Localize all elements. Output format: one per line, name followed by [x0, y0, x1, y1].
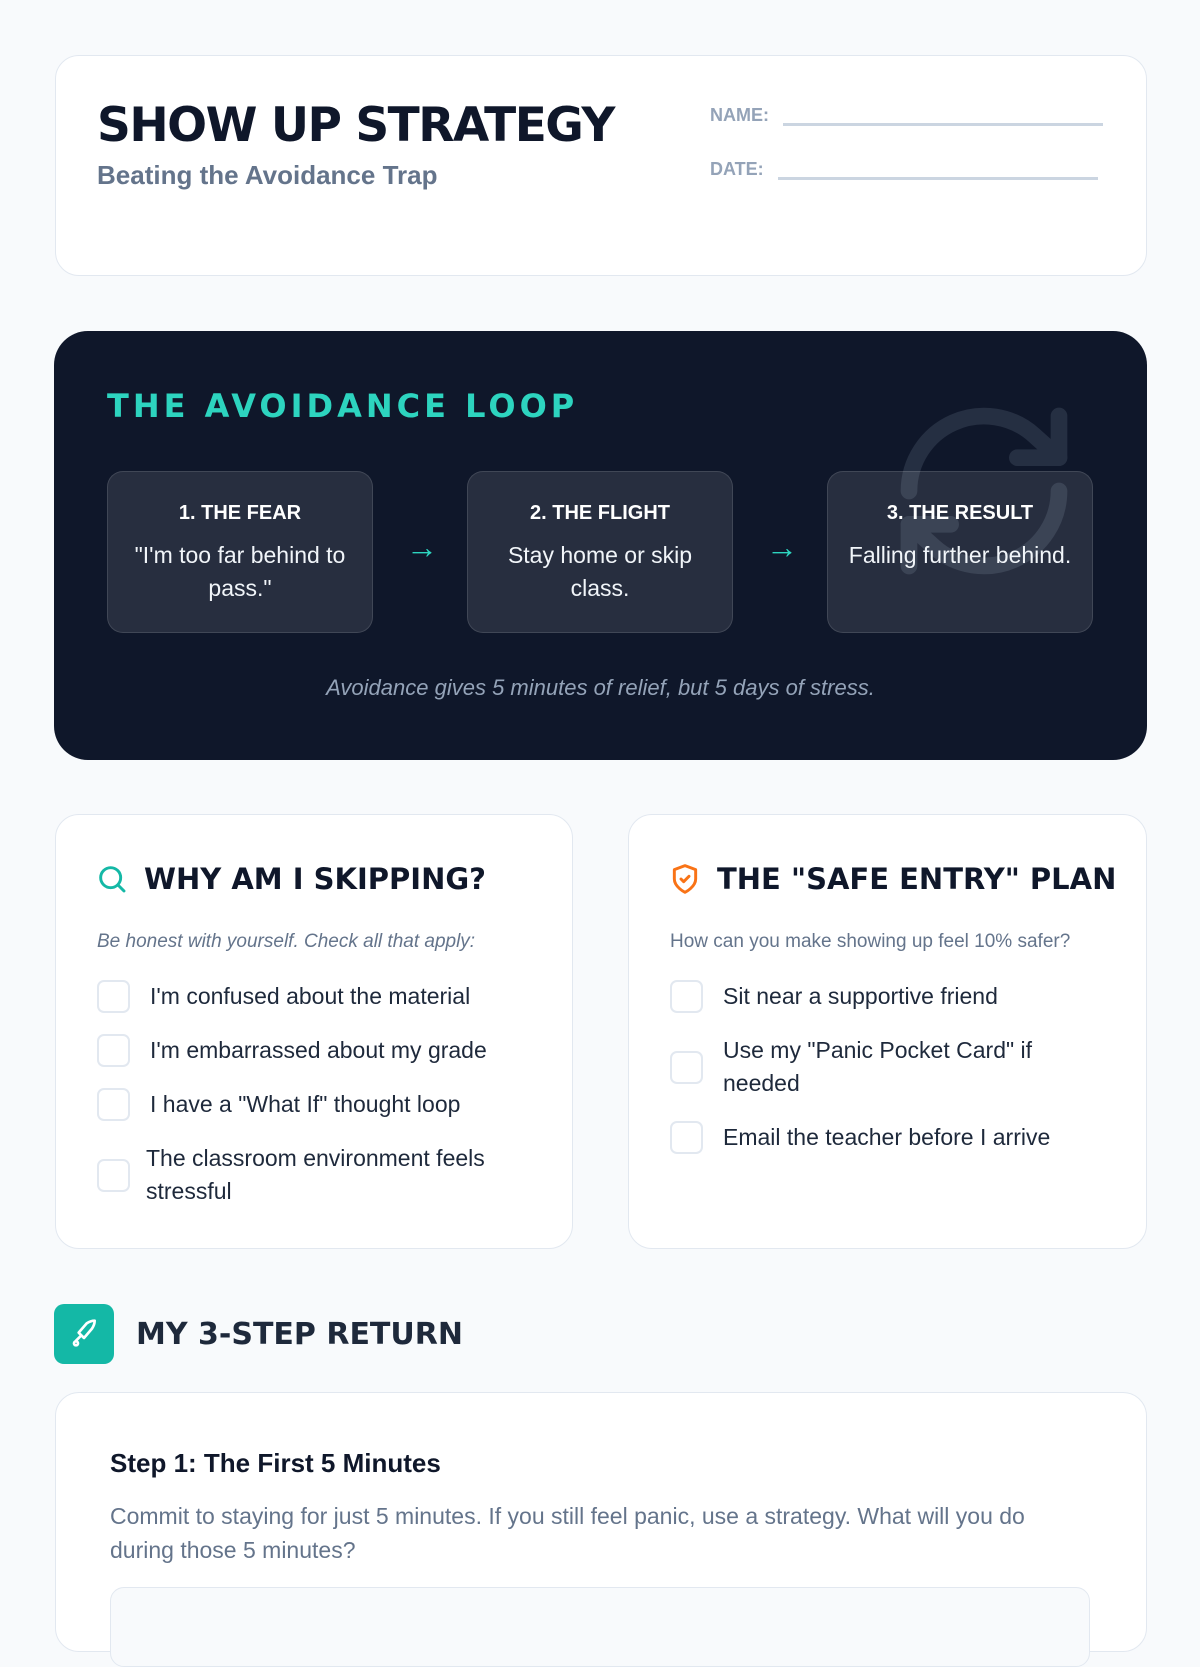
safe-hint: How can you make showing up feel 10% saf…	[670, 931, 1071, 952]
step-text: "I'm too far behind to pass."	[134, 542, 346, 601]
page-title: SHOW UP STRATEGY	[97, 98, 615, 153]
why-title: WHY AM I SKIPPING?	[144, 862, 486, 896]
loop-step-fear: 1. THE FEAR "I'm too far behind to pass."	[107, 471, 373, 633]
checkbox[interactable]	[670, 1121, 703, 1154]
why-option[interactable]: I'm confused about the material	[97, 980, 542, 1013]
option-label: I'm embarrassed about my grade	[150, 1037, 487, 1063]
loop-step-flight: 2. THE FLIGHT Stay home or skip class.	[467, 471, 733, 633]
rocket-icon	[54, 1304, 114, 1364]
checkbox[interactable]	[97, 1034, 130, 1067]
step-text: Stay home or skip class.	[507, 542, 693, 601]
loop-step-result: 3. THE RESULT Falling further behind.	[827, 471, 1093, 633]
step1-card: Step 1: The First 5 Minutes Commit to st…	[55, 1392, 1147, 1667]
option-label: I'm confused about the material	[150, 983, 471, 1009]
safe-title: THE "SAFE ENTRY" PLAN	[717, 862, 1117, 896]
checkbox[interactable]	[97, 1158, 130, 1192]
checkbox[interactable]	[97, 1088, 130, 1121]
why-card: WHY AM I SKIPPING? Be honest with yourse…	[55, 814, 573, 1249]
option-label: The classroom environment feels stressfu…	[146, 1145, 485, 1204]
step1-answer-input[interactable]	[110, 1587, 1090, 1667]
name-label: NAME:	[710, 105, 769, 125]
avoidance-loop-panel: THE AVOIDANCE LOOP 1. THE FEAR "I'm too f…	[54, 331, 1147, 760]
safe-option[interactable]: Sit near a supportive friend	[670, 980, 1116, 1013]
step-title: 3. THE RESULT	[886, 502, 1034, 524]
step-text: Falling further behind.	[848, 542, 1072, 568]
step1-text: Commit to staying for just 5 minutes. If…	[110, 1503, 1025, 1563]
date-label: DATE:	[710, 159, 764, 179]
date-field[interactable]	[777, 156, 1098, 180]
why-hint: Be honest with yourself. Check all that …	[97, 931, 476, 952]
arrow-right-icon: →	[406, 529, 438, 565]
loop-title: THE AVOIDANCE LOOP	[107, 387, 579, 425]
step-title: 1. THE FEAR	[178, 502, 302, 524]
checkbox[interactable]	[97, 980, 130, 1013]
name-field[interactable]	[783, 102, 1103, 126]
why-option[interactable]: I'm embarrassed about my grade	[97, 1034, 542, 1067]
refresh-icon	[900, 407, 1068, 575]
header-card: SHOW UP STRATEGY Beating the Avoidance T…	[55, 55, 1147, 276]
step1-title: Step 1: The First 5 Minutes	[110, 1448, 441, 1478]
option-label: I have a "What If" thought loop	[150, 1091, 461, 1117]
why-option[interactable]: I have a "What If" thought loop	[97, 1088, 542, 1121]
option-label: Sit near a supportive friend	[723, 983, 998, 1009]
search-icon	[99, 866, 126, 893]
return-heading: MY 3-STEP RETURN	[54, 1304, 463, 1364]
arrow-right-icon: →	[766, 529, 798, 565]
safe-option[interactable]: Email the teacher before I arrive	[670, 1121, 1116, 1154]
option-label: Use my "Panic Pocket Card" if needed	[723, 1037, 1033, 1096]
option-label: Email the teacher before I arrive	[723, 1124, 1051, 1150]
checkbox[interactable]	[670, 1050, 703, 1084]
safe-option[interactable]: Use my "Panic Pocket Card" if needed	[670, 1034, 1116, 1100]
shield-check-icon	[672, 864, 698, 894]
return-title: MY 3-STEP RETURN	[136, 1316, 463, 1352]
safe-entry-card: THE "SAFE ENTRY" PLAN How can you make s…	[628, 814, 1147, 1249]
loop-note: Avoidance gives 5 minutes of relief, but…	[326, 675, 875, 700]
page-subtitle: Beating the Avoidance Trap	[97, 160, 438, 190]
checkbox[interactable]	[670, 980, 703, 1013]
why-option[interactable]: The classroom environment feels stressfu…	[97, 1142, 542, 1208]
step-title: 2. THE FLIGHT	[530, 502, 670, 524]
